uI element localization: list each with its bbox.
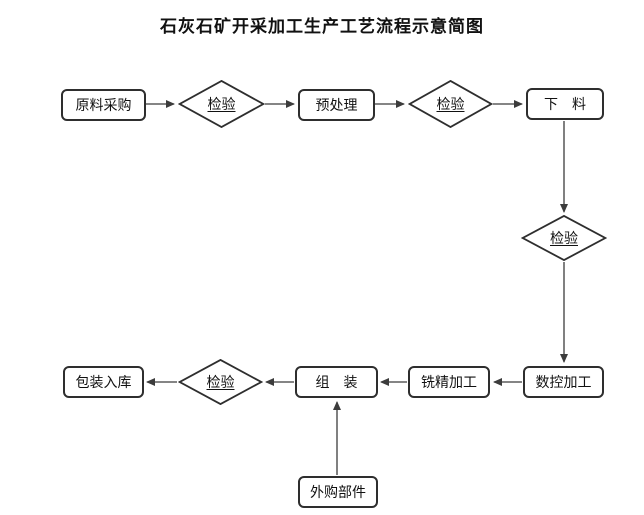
node-label: 检验 — [206, 376, 235, 391]
node-label: 预处理 — [315, 99, 358, 114]
diamond-shape — [178, 359, 263, 405]
node-label: 包装入库 — [75, 376, 132, 391]
node-packing-storage: 包装入库 — [63, 366, 144, 398]
node-fine-milling: 铣精加工 — [408, 366, 490, 398]
node-purchased-parts: 外购部件 — [298, 476, 378, 508]
node-label: 外购部件 — [310, 486, 366, 501]
node-label: 检验 — [436, 98, 465, 113]
diamond-shape — [408, 80, 493, 128]
node-label: 组 装 — [315, 376, 358, 391]
node-assembly: 组 装 — [295, 366, 378, 398]
node-pretreatment: 预处理 — [298, 89, 375, 121]
node-label: 数控加工 — [535, 376, 592, 391]
node-inspection-2: 检验 — [408, 80, 493, 128]
node-inspection-3: 检验 — [521, 215, 607, 261]
node-blanking: 下 料 — [526, 88, 604, 120]
diamond-shape — [521, 215, 607, 261]
node-inspection-1: 检验 — [178, 80, 265, 128]
node-label: 检验 — [550, 232, 578, 247]
node-label: 原料采购 — [75, 99, 132, 114]
diamond-shape — [178, 80, 265, 128]
node-inspection-4: 检验 — [178, 359, 263, 405]
node-cnc-machining: 数控加工 — [523, 366, 604, 398]
node-label: 下 料 — [544, 98, 586, 113]
node-label: 检验 — [207, 98, 236, 113]
node-raw-material-procurement: 原料采购 — [61, 89, 146, 121]
diagram-title: 石灰石矿开采加工生产工艺流程示意简图 — [160, 17, 484, 36]
node-label: 铣精加工 — [421, 376, 477, 391]
